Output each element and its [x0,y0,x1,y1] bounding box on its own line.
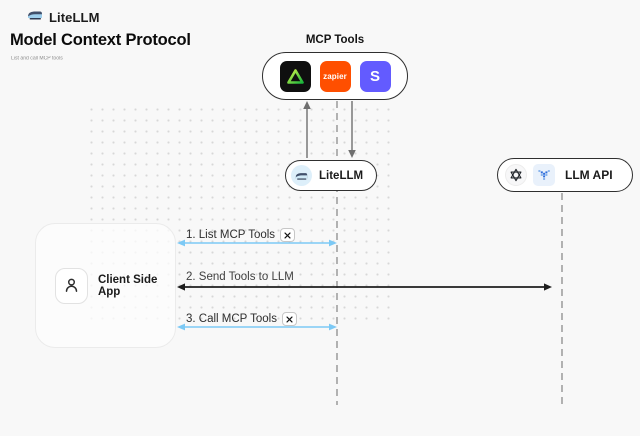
client-side-app-label: Client Side App [97,273,158,298]
litellm-train-icon [291,165,312,186]
litellm-train-icon [27,8,43,26]
llm-api-node: LLM API [497,158,633,192]
litellm-node: LiteLLM [285,160,377,191]
step-2-label-row: 2. Send Tools to LLM [186,271,294,283]
stripe-letter: S [369,67,380,85]
llm-api-node-label: LLM API [565,168,613,182]
wrench-screwdriver-icon [281,312,297,326]
brand: LiteLLM [27,8,100,26]
brand-name: LiteLLM [49,9,100,25]
delta-triangle-tool-icon [279,60,311,92]
step-1-text: 1. List MCP Tools [186,229,276,241]
mcp-tools-label: MCP Tools [305,34,365,46]
llm-provider-pixel-icon [533,164,555,186]
mcp-tools-box: zapier S [262,52,408,100]
step-1-label-row: 1. List MCP Tools [186,228,296,242]
step-3-label-row: 3. Call MCP Tools [186,312,297,326]
page-title: Model Context Protocol [10,31,191,49]
wrench-screwdriver-icon [280,228,296,242]
litellm-node-label: LiteLLM [319,169,364,182]
step-2-text: 2. Send Tools to LLM [186,271,294,283]
stripe-icon: S [359,60,391,92]
page-subtitle: List and call MCP tools [11,56,63,62]
zapier-icon: zapier [319,60,351,92]
openai-icon [505,164,527,186]
step-3-text: 3. Call MCP Tools [186,313,277,325]
zapier-wordmark: zapier [323,71,347,81]
person-icon [55,267,88,304]
client-side-app-node: Client Side App [35,223,176,348]
